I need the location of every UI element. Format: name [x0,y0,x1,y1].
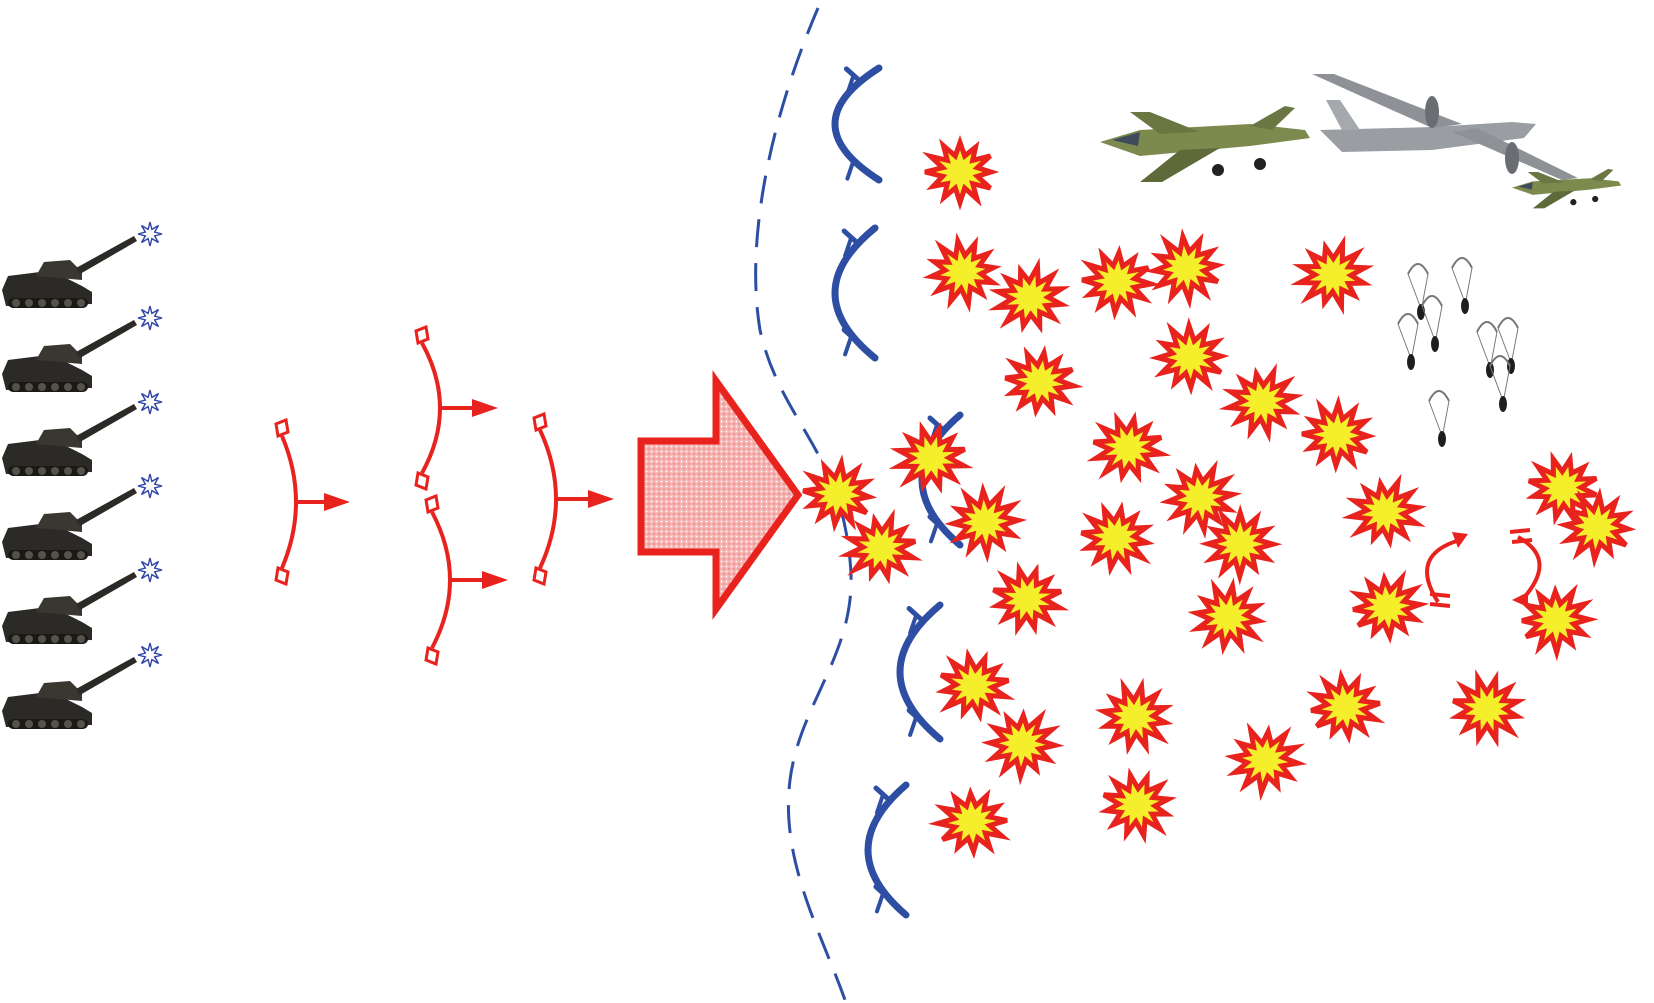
main-attack-arrow [637,370,803,620]
paratrooper-icon [1489,355,1511,412]
explosion-icon [1341,473,1427,549]
explosion-icon [1159,459,1243,539]
friendly-units-group [274,324,614,667]
encirclement-group [1425,528,1542,608]
attack-aircraft-icon [1512,168,1622,209]
explosions-group [802,135,1637,860]
explosion-icon [988,561,1070,636]
paratrooper-icon [1407,263,1429,320]
transport-aircraft-icon [1312,74,1578,180]
enemy-defense-arc [864,781,910,919]
muzzle-flash-icon [137,389,163,415]
self-propelled-howitzer-icon [2,305,163,392]
explosion-icon [888,421,974,494]
friendly-unit-symbol [414,324,498,492]
explosion-icon [1348,569,1430,644]
self-propelled-howitzer-icon [2,473,163,560]
paratrooper-icon [1397,313,1419,370]
paratrooper-icon [1476,321,1498,378]
explosion-icon [928,786,1011,860]
explosion-icon [1187,577,1267,656]
explosion-icon [1556,487,1637,569]
explosion-icon [981,708,1065,786]
explosion-icon [1449,669,1527,748]
friendly-unit-symbol [424,493,508,667]
encircled-enemy-symbol [1425,528,1542,608]
explosion-icon [802,454,878,533]
explosion-icon [1149,317,1230,396]
explosion-icon [1224,722,1308,802]
explosion-icon [1079,501,1155,577]
paratrooper-icon [1428,390,1450,447]
muzzle-flash-icon [137,305,163,331]
enemy-defense-arc [831,64,883,184]
explosion-icon [922,232,1002,313]
explosion-icon [1525,451,1598,527]
explosion-icon [922,135,1000,211]
aircraft-group [1100,74,1622,209]
paratroopers-group [1397,257,1519,447]
self-propelled-howitzer-icon [2,221,163,308]
enemy-defense-arc [831,224,879,362]
muzzle-flash-icon [137,221,163,247]
explosion-icon [1094,677,1174,755]
explosion-icon [1098,767,1177,844]
explosion-icon [1301,395,1377,474]
explosion-icon [1086,411,1172,484]
paratrooper-icon [1421,295,1443,352]
explosion-icon [837,508,923,585]
friendly-unit-symbol [274,417,350,587]
main-attack-group [637,370,803,620]
explosion-icon [1199,504,1283,586]
explosion-icon [1145,228,1226,310]
explosion-icon [1080,244,1161,321]
explosion-icon [988,257,1071,334]
explosion-icon [944,482,1028,564]
explosion-icon [935,648,1016,723]
enemy-defense-arc [896,601,944,743]
friendly-unit-symbol [532,411,614,587]
self-propelled-howitzer-icon [2,557,163,644]
attack-aircraft-icon [1100,106,1310,182]
self-propelled-howitzer-icon [2,642,163,729]
explosion-icon [1003,345,1084,418]
explosion-icon [1218,363,1304,443]
self-propelled-howitzer-icon [2,389,163,476]
artillery-group [2,221,163,729]
explosion-icon [1519,583,1599,662]
explosion-icon [1306,668,1386,744]
paratrooper-icon [1497,317,1519,374]
explosion-icon [1290,235,1375,316]
muzzle-flash-icon [137,473,163,499]
muzzle-flash-icon [137,642,163,668]
paratrooper-icon [1451,257,1473,314]
muzzle-flash-icon [137,557,163,583]
